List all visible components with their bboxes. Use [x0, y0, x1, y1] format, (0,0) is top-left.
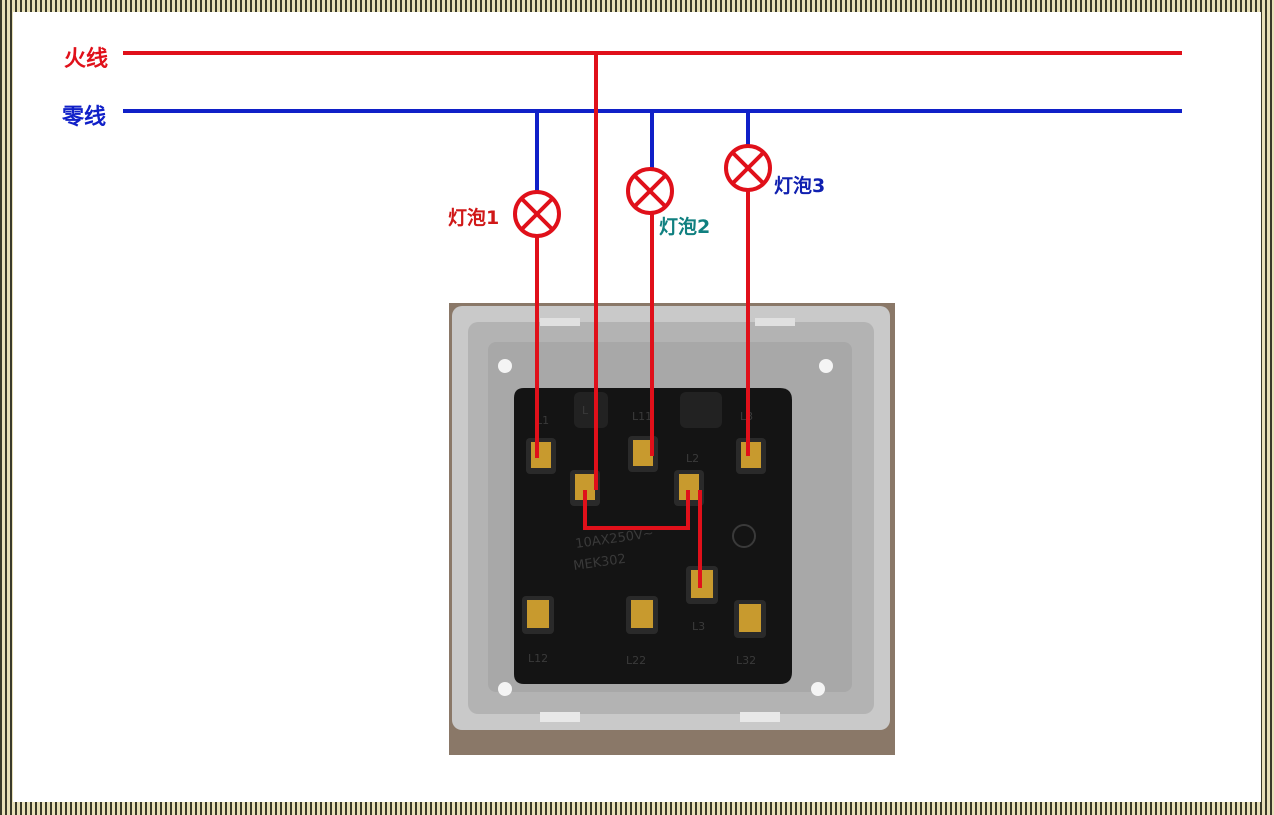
switch-photo: L1 L L11 L2 L3 L12 L22 L3 L32 10AX250V~ …	[449, 303, 895, 755]
terminal-l3	[736, 438, 766, 474]
bulb-3-label: 灯泡3	[774, 174, 825, 197]
live-wire-label: 火线	[64, 46, 108, 72]
terminal-bottom-1	[522, 596, 554, 634]
screw-hole	[819, 359, 833, 373]
terminal-bottom-2	[626, 596, 658, 634]
terminal-label-l2: L2	[686, 452, 699, 465]
screw-hole	[811, 682, 825, 696]
common-bridge	[583, 490, 690, 530]
bulb-2-icon	[626, 167, 674, 215]
screw-hole	[498, 682, 512, 696]
terminal-label-l12: L12	[528, 652, 548, 665]
terminal-label-l11: L11	[632, 410, 652, 423]
ccc-mark	[732, 524, 756, 548]
terminal-label-l32: L32	[736, 654, 756, 667]
terminal-label-l22: L22	[626, 654, 646, 667]
bulb-3-icon	[724, 144, 772, 192]
terminal-label-l3-bottom: L3	[692, 620, 705, 633]
bulb-1-label: 灯泡1	[448, 206, 499, 229]
model-text: MEK302	[572, 552, 626, 574]
terminal-l2	[674, 470, 704, 506]
screw-hole	[498, 359, 512, 373]
terminal-label-l: L	[582, 404, 589, 417]
bulb-1-icon	[513, 190, 561, 238]
terminal-l1	[526, 438, 556, 474]
terminal-bottom-4	[734, 600, 766, 638]
terminal-l	[570, 470, 600, 506]
neutral-wire-label: 零线	[61, 104, 106, 130]
terminal-label-l1: L1	[536, 414, 549, 427]
switch-body	[514, 388, 792, 684]
bulb-2-label: 灯泡2	[659, 215, 710, 238]
